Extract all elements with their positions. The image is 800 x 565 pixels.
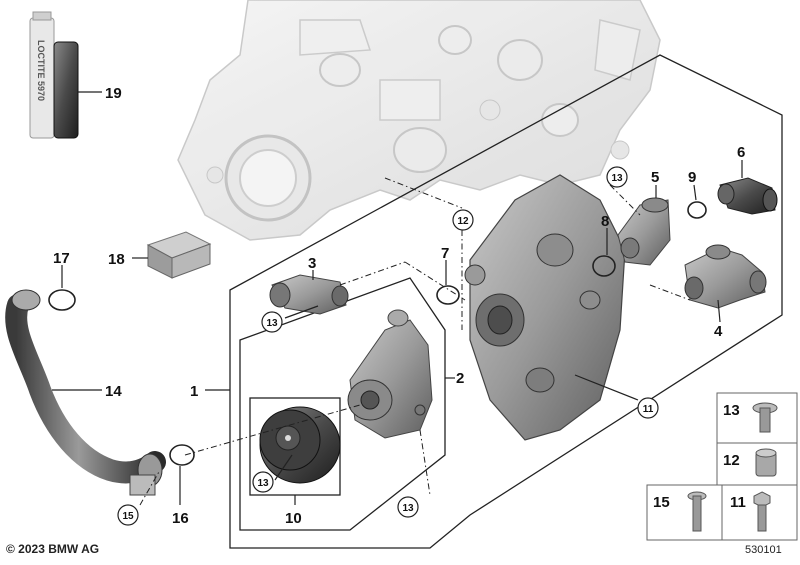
o-ring-icons bbox=[48, 201, 707, 466]
dash-lines bbox=[139, 177, 691, 506]
callout-9: 9 bbox=[688, 169, 696, 186]
legend-15: 15 bbox=[653, 494, 670, 511]
copyright-text: © 2023 BMW AG bbox=[6, 542, 99, 556]
diagram-number: 530101 bbox=[745, 544, 782, 556]
sleeve-12-icon bbox=[755, 448, 777, 477]
assembly-frame bbox=[229, 54, 783, 549]
callout-14: 14 bbox=[105, 383, 122, 400]
pipe-elbow-3-icon bbox=[269, 274, 349, 315]
legend-13: 13 bbox=[723, 402, 740, 419]
connector-6-icon bbox=[717, 177, 778, 215]
circled-callouts bbox=[117, 166, 659, 526]
bolt-15-icon bbox=[687, 491, 707, 532]
callout-8: 8 bbox=[601, 213, 609, 230]
callout-16: 16 bbox=[172, 510, 189, 527]
circled-11: 11 bbox=[643, 404, 654, 415]
legend-11: 11 bbox=[730, 494, 746, 511]
callout-18: 18 bbox=[108, 251, 125, 268]
callout-5: 5 bbox=[651, 169, 659, 186]
circled-15: 15 bbox=[122, 511, 134, 522]
sealant-tube-icon: LOCTITE 5970 bbox=[29, 11, 79, 139]
connector-5-icon bbox=[617, 197, 671, 266]
callout-17: 17 bbox=[53, 250, 70, 267]
coolant-housing-icon bbox=[464, 174, 626, 441]
fastener-legend bbox=[646, 392, 798, 541]
pad-part-icon bbox=[146, 231, 212, 279]
water-pump-icon bbox=[347, 309, 433, 439]
callout-2: 2 bbox=[456, 370, 464, 387]
engine-block-illustration bbox=[177, 0, 661, 241]
callout-3: 3 bbox=[308, 255, 316, 272]
pump-group-frame bbox=[239, 277, 446, 531]
callout-7: 7 bbox=[441, 245, 449, 262]
circled-13-pipe: 13 bbox=[266, 318, 278, 329]
circled-13-pump: 13 bbox=[402, 503, 414, 514]
tube-label: LOCTITE 5970 bbox=[36, 40, 46, 101]
circled-12: 12 bbox=[457, 216, 469, 227]
circled-13-pulley: 13 bbox=[257, 478, 269, 489]
callout-1: 1 bbox=[190, 383, 198, 400]
bolt-13-icon bbox=[752, 402, 778, 433]
callout-10: 10 bbox=[285, 510, 302, 527]
leader-lines bbox=[52, 91, 743, 505]
callout-6: 6 bbox=[737, 144, 745, 161]
pulley-icon bbox=[259, 406, 341, 484]
connector-4-icon bbox=[684, 244, 767, 309]
coolant-hose-icon bbox=[5, 289, 166, 496]
legend-12: 12 bbox=[723, 452, 740, 469]
bolt-11-icon bbox=[753, 491, 771, 532]
circled-13-connector: 13 bbox=[611, 173, 623, 184]
callout-4: 4 bbox=[714, 323, 723, 340]
callout-19: 19 bbox=[105, 85, 122, 102]
